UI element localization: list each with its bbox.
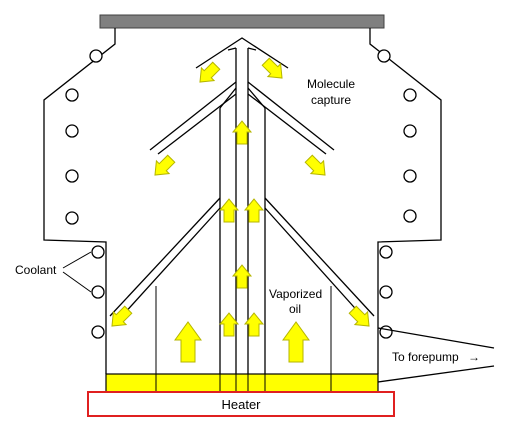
heater — [87, 391, 395, 417]
vapor-arrow-up — [219, 198, 239, 223]
coolant-coils-left — [65, 49, 105, 339]
coolant-leaders — [62, 251, 92, 293]
vapor-arrow-down-right — [258, 54, 289, 85]
vaporized-oil-label: Vaporized — [269, 287, 322, 301]
vapor-arrow-down-left — [148, 151, 179, 182]
heater-label: Heater — [221, 397, 261, 412]
to-forepump-label: To forepump — [392, 350, 459, 364]
vaporized-oil-label: oil — [289, 302, 301, 316]
coolant-label: Coolant — [15, 263, 57, 277]
lower-deflector — [109, 197, 375, 317]
vapor-arrow-up-large — [282, 321, 310, 363]
vapor-arrow-up-large — [174, 321, 202, 363]
forepump-outlet — [377, 327, 495, 383]
vapor-arrow-down-right — [345, 302, 376, 333]
top-plate — [99, 14, 385, 29]
vapor-arrow-down-left — [193, 58, 224, 89]
molecule-capture-label: Molecule — [307, 77, 355, 91]
oil-layer — [105, 373, 379, 393]
inner-walls — [155, 286, 332, 374]
vapor-arrow-up — [219, 312, 239, 337]
vapor-arrow-down-right — [301, 151, 332, 182]
molecule-capture-label: capture — [311, 93, 351, 107]
coolant-coils-right — [377, 49, 417, 339]
top-jet-cap — [195, 37, 289, 69]
middle-deflector — [149, 81, 335, 155]
pump-body — [43, 28, 442, 374]
forepump-arrow-icon: → — [468, 350, 480, 364]
